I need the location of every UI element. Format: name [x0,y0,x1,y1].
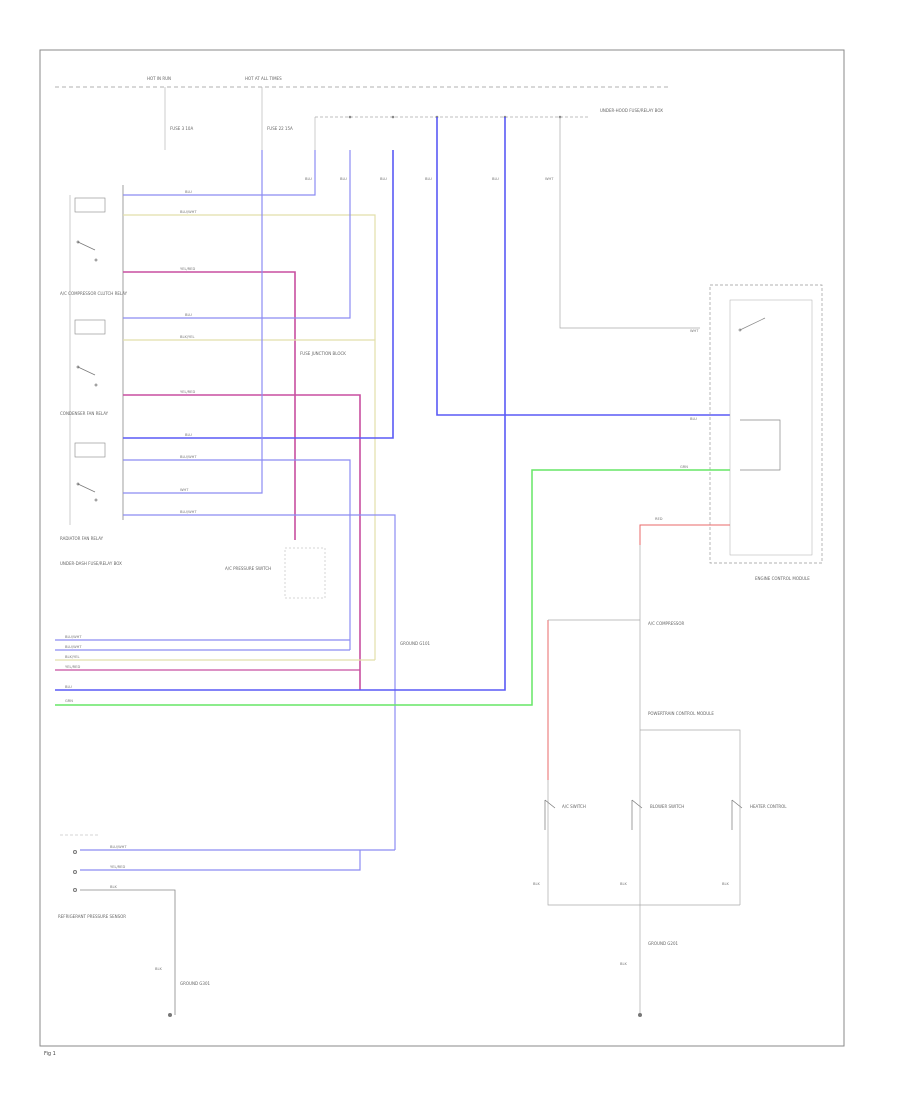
svg-text:BLU: BLU [305,177,312,181]
svg-text:YEL/RED: YEL/RED [110,865,125,869]
bottom-ground-symbol [168,1013,172,1017]
bottom-left-sensor [60,834,395,1015]
hi-relay-label: A/C COMPRESSOR CLUTCH RELAY [60,291,128,296]
pcm-label: POWERTRAIN CONTROL MODULE [648,711,714,716]
ground-a-label: GROUND G101 [400,641,430,646]
bottom-left-wire-labels: BLU/WHT YEL/RED BLK BLK [110,845,162,971]
svg-text:BLU/WHT: BLU/WHT [180,510,197,514]
svg-text:BLU: BLU [185,190,192,194]
ac-compressor-label: A/C COMPRESSOR [648,621,684,626]
harness-bundle [55,639,375,671]
harness-labels: BLU/WHT BLU/WHT BLK/YEL YEL/RED BLU [65,635,82,689]
bottom-ground-label: GROUND G301 [180,981,210,986]
svg-text:YEL/RED: YEL/RED [180,267,195,271]
fuse-b: FUSE 22 15A [261,87,293,150]
pressure-switch-label: A/C PRESSURE SWITCH [225,566,271,571]
right-center-wiring [547,545,741,1015]
svg-text:BLU: BLU [340,177,347,181]
switch-1-label: A/C SWITCH [562,804,586,809]
svg-text:WHT: WHT [690,329,699,333]
svg-text:BLU: BLU [492,177,499,181]
figure-number: Fig 1 [44,1051,56,1057]
svg-text:BLU/WHT: BLU/WHT [110,845,127,849]
under-dash-label: UNDER-DASH FUSE/RELAY BOX [60,561,122,566]
wire-blu-5 [123,514,396,850]
ground-b-symbol [638,1013,642,1017]
wires-left-column [123,150,396,850]
wire-mag-1 [123,271,296,540]
svg-text:BLK/YEL: BLK/YEL [65,655,80,659]
engine-control-module-box [709,284,823,564]
pressure-switch-box [284,547,326,599]
svg-text:BLK: BLK [620,962,627,966]
svg-text:BLU: BLU [185,433,192,437]
cond-relay-label: CONDENSER FAN RELAY [60,411,109,416]
junction-drop-labels: BLU BLU BLU BLU BLU WHT BLU WHT [305,177,699,421]
wire-blu-1 [123,150,316,196]
svg-text:BLU: BLU [380,177,387,181]
svg-text:BLU: BLU [690,417,697,421]
right-wire-labels: BLK BLK BLK BLK [533,882,729,966]
header-right-label: HOT AT ALL TIMES [245,76,282,81]
svg-text:BLK: BLK [722,882,729,886]
ground-b-label: GROUND G201 [648,941,678,946]
svg-text:GRN: GRN [680,465,688,469]
svg-text:BLU: BLU [185,313,192,317]
mid-block-label: FUSE JUNCTION BLOCK [300,351,346,356]
svg-text:BLU/WHT: BLU/WHT [180,210,197,214]
wire-blu-3 [123,150,394,439]
switch-3-label: HEATER CONTROL [750,804,787,809]
svg-text:BLK: BLK [620,882,627,886]
wire-blu-4 [123,459,351,650]
switch-2-label: BLOWER SWITCH [650,804,684,809]
svg-text:BLK: BLK [533,882,540,886]
svg-text:WHT: WHT [180,488,189,492]
fuse-b-label: FUSE 22 15A [267,126,293,131]
wire-grn [55,469,730,706]
svg-text:BLU/WHT: BLU/WHT [65,635,82,639]
header-left-label: HOT IN RUN [147,76,171,81]
junction-drops [55,117,730,691]
svg-text:RED: RED [655,517,663,521]
wire-gray-1 [123,150,263,494]
switch-symbols-right [544,799,743,830]
svg-text:GRN: GRN [65,699,73,703]
relay-coils [74,197,106,458]
svg-text:BLK: BLK [110,885,117,889]
wire-mag-2 [123,394,361,690]
svg-text:BLU: BLU [425,177,432,181]
bottom-left-label: REFRIGERANT PRESSURE SENSOR [58,914,126,919]
junction-block-label: UNDER-HOOD FUSE/RELAY BOX [600,108,663,113]
wire-labels-left: BLU BLU/WHT YEL/RED BLU BLK/YEL YEL/RED … [180,190,197,514]
fuse-a-label: FUSE 3 10A [170,126,193,131]
svg-text:BLU: BLU [65,685,72,689]
svg-text:YEL/RED: YEL/RED [180,390,195,394]
engine-control-label: ENGINE CONTROL MODULE [755,576,810,581]
wire-yel-2 [123,339,376,660]
switch-symbol-1 [76,240,98,502]
svg-text:BLK/YEL: BLK/YEL [180,335,195,339]
svg-text:WHT: WHT [545,177,554,181]
svg-text:BLU/WHT: BLU/WHT [65,645,82,649]
wire-red [639,524,730,545]
wire-yel-1 [123,214,376,340]
fuse-a: FUSE 3 10A [164,87,193,150]
wire-blu-2 [123,150,351,319]
svg-text:YEL/RED: YEL/RED [65,665,80,669]
diagram-frame [39,49,845,1047]
svg-text:BLK: BLK [155,967,162,971]
svg-text:BLU/WHT: BLU/WHT [180,455,197,459]
rad-relay-label: RADIATOR FAN RELAY [60,536,104,541]
